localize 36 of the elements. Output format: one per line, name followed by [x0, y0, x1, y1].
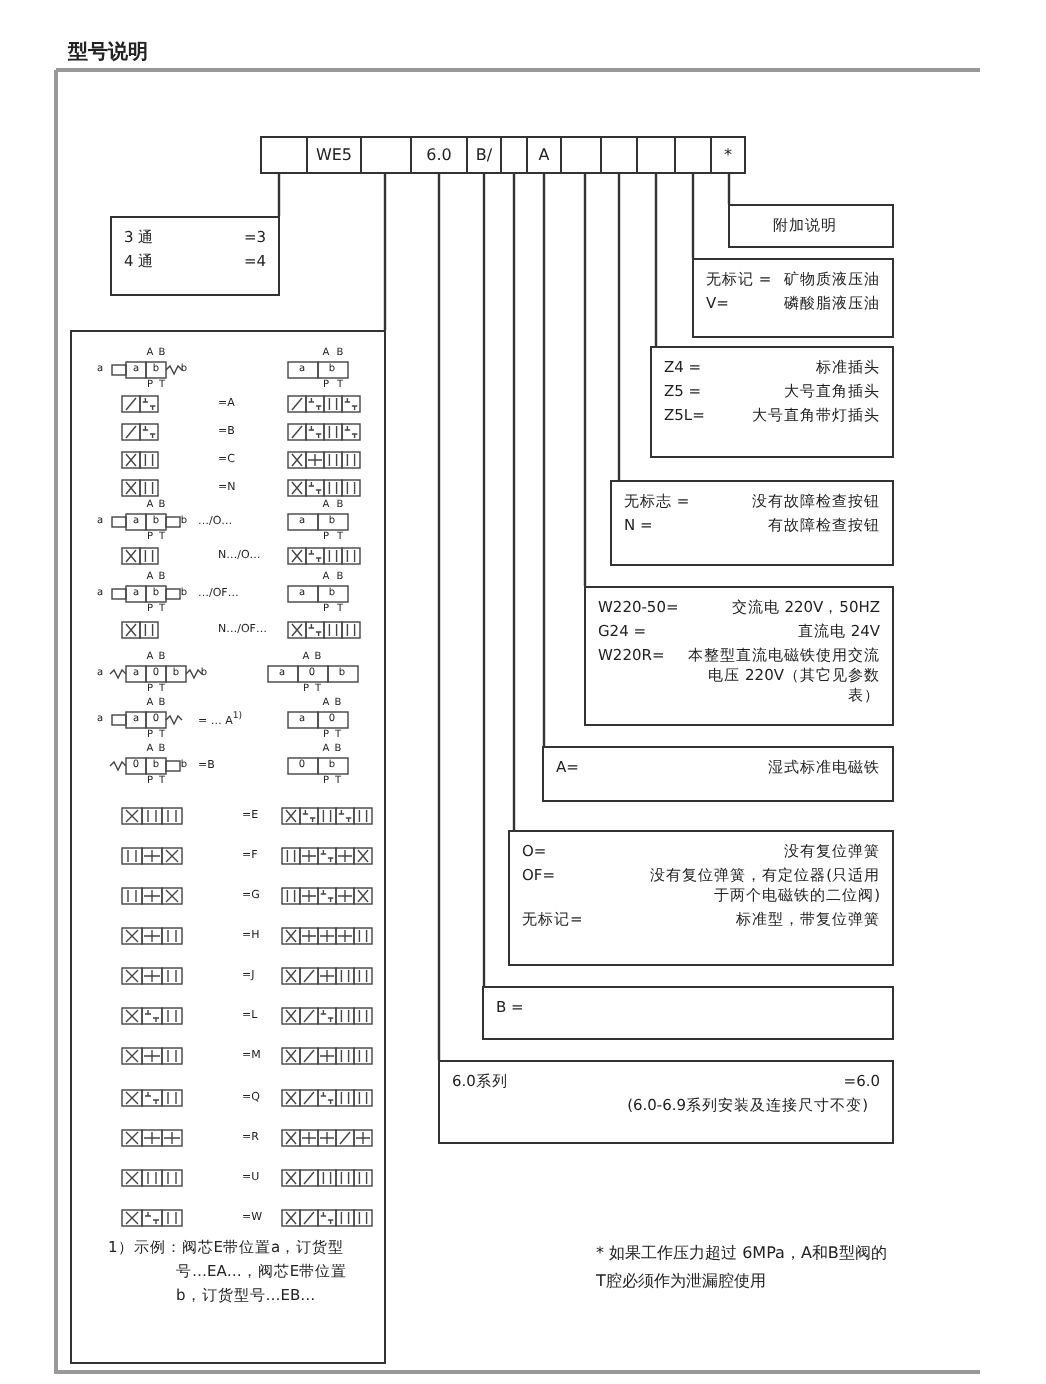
code-cell [636, 136, 676, 174]
leader-line [542, 174, 546, 746]
option-box [728, 204, 894, 248]
code-cell [600, 136, 638, 174]
code-cell [260, 136, 308, 174]
page-title: 型号说明 [68, 39, 148, 66]
code-cell [500, 136, 528, 174]
leader-line [383, 174, 387, 330]
code-cell: * [710, 136, 746, 174]
option-box [584, 586, 894, 726]
option-box [438, 1060, 894, 1144]
leader-line [617, 174, 621, 480]
leader-line [654, 174, 658, 346]
leader-line [277, 174, 281, 216]
leader-line [482, 174, 486, 986]
code-cell [360, 136, 412, 174]
option-box [610, 480, 894, 566]
leader-line [727, 174, 731, 204]
spool-panel [70, 330, 386, 1364]
code-cell: A [526, 136, 562, 174]
option-box [508, 830, 894, 966]
leader-line [437, 174, 441, 1060]
option-box [482, 986, 894, 1040]
code-cell: B/ [466, 136, 502, 174]
option-box [650, 346, 894, 458]
note-text: * 如果工作压力超过 6MPa，A和B型阀的T腔必须作为泄漏腔使用 [596, 1242, 889, 1294]
code-cell: 6.0 [410, 136, 468, 174]
option-box [110, 216, 280, 296]
code-cell [674, 136, 712, 174]
option-box [692, 258, 894, 338]
code-cell [560, 136, 602, 174]
leader-line [583, 174, 587, 586]
leader-line [512, 174, 516, 830]
leader-line [691, 174, 695, 258]
option-box [542, 746, 894, 802]
code-cell: WE5 [306, 136, 362, 174]
